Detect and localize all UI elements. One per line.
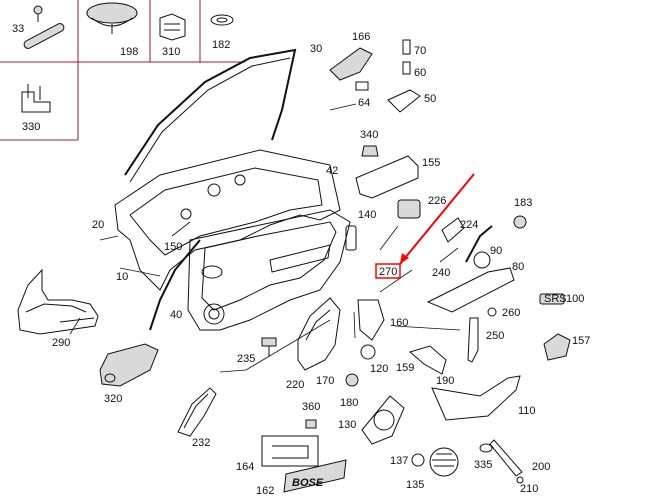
part-90-speaker[interactable]	[465, 225, 493, 269]
part-340-clip[interactable]	[361, 145, 379, 157]
part-137-135-speakers[interactable]	[411, 447, 459, 477]
part-224-clip[interactable]	[441, 217, 465, 243]
part-260-screw[interactable]	[487, 307, 497, 317]
part-40-weatherstrip[interactable]	[149, 239, 201, 331]
bose-badge-text: BOSE	[292, 477, 324, 489]
callout-120[interactable]: 120	[370, 363, 388, 375]
callout-130[interactable]: 130	[338, 419, 356, 431]
callout-166[interactable]: 166	[352, 31, 370, 43]
callout-135[interactable]: 135	[406, 479, 424, 491]
part-310-bracket[interactable]	[159, 13, 186, 41]
callout-137[interactable]: 137	[390, 455, 408, 467]
callout-330[interactable]: 330	[22, 121, 40, 133]
part-64-clip[interactable]	[355, 81, 369, 91]
part-162-bose-badge[interactable]: BOSE	[283, 459, 347, 493]
part-198-clip[interactable]	[86, 2, 138, 34]
part-335-210-200-trim[interactable]	[479, 439, 524, 484]
callout-180[interactable]: 180	[340, 397, 358, 409]
callout-10[interactable]: 10	[116, 271, 128, 283]
index-grid	[0, 0, 245, 141]
callout-200[interactable]: 200	[532, 461, 550, 473]
part-33-rod[interactable]	[23, 5, 66, 50]
leader-lines	[69, 103, 461, 373]
part-10-door-panel[interactable]	[187, 209, 351, 331]
part-80-armrest-trim[interactable]	[426, 267, 515, 313]
part-320-handle[interactable]	[99, 343, 159, 387]
callout-170[interactable]: 170	[316, 375, 334, 387]
callout-33[interactable]: 33	[12, 23, 24, 35]
part-250-rail[interactable]	[467, 317, 479, 363]
callout-182[interactable]: 182	[212, 39, 230, 51]
callout-198[interactable]: 198	[120, 46, 138, 58]
part-235-screw[interactable]	[261, 337, 277, 356]
callout-190[interactable]: 190	[436, 375, 454, 387]
part-166-pocket[interactable]	[329, 47, 373, 81]
highlight-arrow	[375, 173, 475, 279]
callout-110[interactable]: 110	[518, 405, 536, 417]
callout-160[interactable]: 160	[390, 317, 408, 329]
part-157-cover[interactable]	[543, 333, 571, 361]
part-20-door-shell[interactable]	[114, 149, 341, 291]
callout-232[interactable]: 232	[192, 437, 210, 449]
part-220-inner-panel[interactable]	[297, 297, 341, 371]
callout-310[interactable]: 310	[162, 46, 180, 58]
callout-42[interactable]: 42	[326, 165, 338, 177]
callout-162[interactable]: 162	[256, 485, 274, 497]
part-159-speaker[interactable]	[360, 344, 376, 360]
callout-155[interactable]: 155	[422, 157, 440, 169]
callout-290[interactable]: 290	[52, 337, 70, 349]
part-30-window-seal[interactable]	[124, 48, 297, 183]
part-360-clip[interactable]	[305, 419, 317, 429]
callout-50[interactable]: 50	[424, 93, 436, 105]
callout-224[interactable]: 224	[460, 219, 478, 231]
part-120-screw[interactable]	[345, 373, 359, 387]
part-183-screw[interactable]	[513, 215, 527, 229]
callout-210[interactable]: 210	[520, 483, 538, 495]
part-155-trim[interactable]	[355, 155, 419, 199]
part-100-srs-badge[interactable]: SRS	[539, 293, 567, 305]
part-232-speaker-grille[interactable]	[177, 387, 217, 437]
highlighted-callout-270[interactable]: 270	[379, 266, 397, 278]
part-226-switch[interactable]	[397, 199, 421, 219]
callout-80[interactable]: 80	[512, 261, 524, 273]
callout-220[interactable]: 220	[286, 379, 304, 391]
part-160-bracket[interactable]	[357, 299, 385, 341]
callout-30[interactable]: 30	[310, 43, 322, 55]
callout-159[interactable]: 159	[396, 362, 414, 374]
callout-240[interactable]: 240	[432, 267, 450, 279]
part-330-clip[interactable]	[21, 84, 51, 113]
callout-164[interactable]: 164	[236, 461, 254, 473]
callout-150[interactable]: 150	[164, 241, 182, 253]
part-50-handle-trim[interactable]	[387, 89, 421, 113]
callout-20[interactable]: 20	[92, 219, 104, 231]
callout-320[interactable]: 320	[104, 393, 122, 405]
callout-60[interactable]: 60	[414, 67, 426, 79]
part-140-switch[interactable]	[345, 225, 357, 251]
callout-100[interactable]: 100	[566, 293, 584, 305]
callout-90[interactable]: 90	[490, 245, 502, 257]
callout-360[interactable]: 360	[302, 401, 320, 413]
part-130-speaker[interactable]	[361, 395, 405, 445]
callout-labels: 33 198 310 182 330 30 166 70 60 64 50 34…	[12, 23, 590, 497]
callout-183[interactable]: 183	[514, 197, 532, 209]
callout-335[interactable]: 335	[474, 459, 492, 471]
part-110-armrest[interactable]	[431, 375, 521, 421]
callout-250[interactable]: 250	[486, 330, 504, 342]
callout-226[interactable]: 226	[428, 195, 446, 207]
part-190-pull-handle[interactable]	[408, 345, 447, 375]
callout-260[interactable]: 260	[502, 307, 520, 319]
callout-70[interactable]: 70	[414, 45, 426, 57]
part-164-bracket[interactable]	[261, 435, 319, 467]
callout-40[interactable]: 40	[170, 309, 182, 321]
callout-157[interactable]: 157	[572, 335, 590, 347]
callout-235[interactable]: 235	[237, 353, 255, 365]
part-290-mirror-trim[interactable]	[17, 268, 99, 335]
callout-340[interactable]: 340	[360, 129, 378, 141]
part-182-grommet[interactable]	[210, 14, 234, 26]
srs-badge-text: SRS	[544, 293, 567, 305]
part-70-60-connectors[interactable]	[402, 39, 411, 75]
callout-64[interactable]: 64	[358, 97, 370, 109]
callout-140[interactable]: 140	[358, 209, 376, 221]
